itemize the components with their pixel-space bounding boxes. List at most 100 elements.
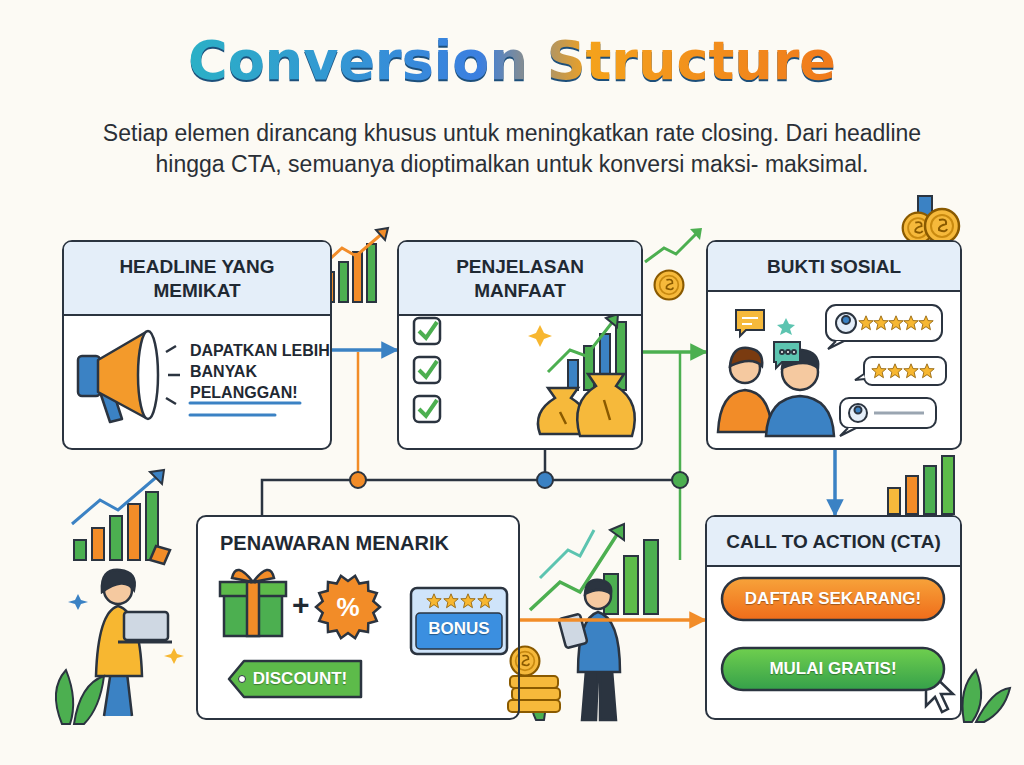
woman-with-laptop <box>68 594 88 610</box>
speech-bubbles <box>888 364 902 378</box>
speech-bubbles <box>855 374 865 380</box>
coin-arrow <box>645 228 702 299</box>
headline-box: HEADLINE YANG MEMIKATDAPATKAN LEBIH BANY… <box>62 240 332 450</box>
speech-bubbles <box>828 341 844 349</box>
woman-with-laptop <box>164 648 184 664</box>
money-bags <box>560 400 610 424</box>
checklist <box>414 396 440 422</box>
growth-arrows <box>624 556 638 614</box>
benefit-box: PENJELASAN MANFAAT <box>397 240 643 450</box>
shape-outline <box>722 648 944 690</box>
left-chart <box>72 470 164 560</box>
text-lines <box>190 402 300 405</box>
speech-bubbles <box>774 342 800 368</box>
speech-bubbles <box>920 364 934 378</box>
bus-lines <box>537 472 553 488</box>
megaphone <box>166 346 180 404</box>
box-fills <box>397 240 643 450</box>
speech-bubbles <box>904 364 918 378</box>
bus-lines <box>262 480 358 515</box>
discount-tag: DISCOUNT! <box>228 660 362 698</box>
title: Conversion Structure <box>188 29 836 92</box>
man-with-tablet <box>585 580 611 594</box>
checklist <box>419 322 437 338</box>
megaphone <box>78 331 180 422</box>
node-text: DISCOUNT! <box>243 669 347 689</box>
speech-bubbles <box>736 305 946 436</box>
percent-badge: % <box>316 575 380 639</box>
growth-chart <box>339 262 348 302</box>
benefit-chart <box>548 320 614 372</box>
gift <box>220 570 286 636</box>
left-chart <box>128 504 140 560</box>
node-text: PENAWARAN MENARIK <box>198 517 518 555</box>
left-chart <box>150 470 164 484</box>
bus-lines <box>358 479 545 482</box>
growth-chart <box>353 252 362 302</box>
benefit-chart <box>528 325 552 347</box>
coin-stack-top <box>903 196 959 243</box>
man-with-tablet <box>558 580 620 720</box>
bus-lines <box>679 352 682 560</box>
checklist <box>419 361 437 377</box>
flow-arrow <box>643 350 706 354</box>
shape-outline <box>316 576 380 638</box>
shape-outline <box>239 676 246 683</box>
box-fills <box>706 240 962 450</box>
growth-arrows <box>610 524 624 540</box>
man-with-tablet <box>582 670 616 720</box>
speech-bubbles <box>872 364 886 378</box>
social-proof-box: BUKTI SOSIAL <box>706 240 962 450</box>
coin-pile <box>508 700 560 712</box>
speech-bubbles <box>874 412 924 415</box>
gift <box>247 582 259 636</box>
speech-bubbles <box>780 350 784 354</box>
offer-box: PENAWARAN MENARIK% BONUS DISCOUNT! <box>196 515 520 720</box>
plants <box>56 670 73 724</box>
shape-outline <box>444 594 458 608</box>
plus-sign: + <box>292 588 310 622</box>
cta-button: MULAI GRATIS! <box>721 647 945 691</box>
speech-bubbles <box>889 316 903 330</box>
growth-chart <box>367 244 376 302</box>
left-chart <box>74 540 86 560</box>
speech-bubbles <box>874 316 888 330</box>
people <box>718 390 772 432</box>
woman-with-laptop <box>102 570 135 592</box>
coin-stack-top <box>925 209 959 243</box>
checklist <box>414 318 440 344</box>
text-lines <box>190 403 300 415</box>
cta-box: CALL TO ACTION (CTA) DAFTAR SEKARANG! MULA… <box>705 515 962 720</box>
woman-with-laptop <box>150 546 170 564</box>
mouse-cursor <box>926 668 953 712</box>
shape-outline <box>461 594 475 608</box>
bonus-ticket: BONUS <box>410 587 508 655</box>
plants <box>963 670 982 722</box>
speech-bubbles <box>904 316 918 330</box>
speech-bubbles <box>864 357 946 385</box>
growth-arrows <box>530 530 620 610</box>
speech-bubbles <box>736 310 764 336</box>
gift <box>232 570 274 582</box>
coin-arrow <box>655 271 684 300</box>
cta-button: DAFTAR SEKARANG! <box>721 577 945 621</box>
speech-bubbles <box>742 318 758 324</box>
node-text: CALL TO ACTION (CTA) <box>707 517 960 567</box>
node-text: HEADLINE YANG MEMIKAT <box>64 242 330 316</box>
bus-lines <box>545 450 680 480</box>
shape-outline <box>427 594 441 608</box>
flow-arrow <box>520 618 705 622</box>
caption: Setiap elemen dirancang khusus untuk men… <box>82 118 942 180</box>
node-text: BONUS <box>428 603 489 639</box>
cta-chart <box>888 456 954 514</box>
coin-arrow <box>690 228 702 240</box>
speech-bubbles <box>777 318 795 335</box>
bus-lines <box>350 472 366 488</box>
cta-chart <box>888 488 900 514</box>
box-fills <box>196 515 520 720</box>
woman-with-laptop <box>124 612 168 640</box>
box-fills <box>62 240 962 720</box>
node-text: MULAI GRATIS! <box>769 659 896 679</box>
bus-lines <box>672 472 688 488</box>
